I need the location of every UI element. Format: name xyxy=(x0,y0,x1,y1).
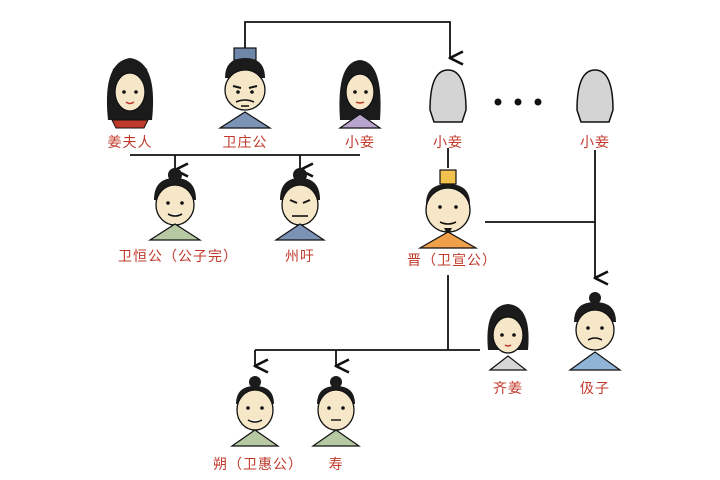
portrait-shou xyxy=(311,376,361,447)
label-shou: 寿 xyxy=(328,457,344,473)
silhouette-xiaoqie-2 xyxy=(429,69,467,123)
ellipsis-dots xyxy=(494,98,542,106)
label-zhouxu: 州吁 xyxy=(285,249,315,265)
label-jizi: 伋子 xyxy=(580,381,610,397)
portrait-jin xyxy=(417,169,479,249)
label-xiaoqie-2: 小妾 xyxy=(433,135,463,151)
label-qijiang: 齐姜 xyxy=(493,381,523,397)
portrait-wei-huangong xyxy=(147,168,203,241)
label-shuo: 朔（卫惠公） xyxy=(213,457,303,473)
label-xiaoqie-3: 小妾 xyxy=(580,135,610,151)
portrait-wei-zhuanggong xyxy=(217,47,273,129)
portrait-xiaoqie-1 xyxy=(338,60,382,129)
portrait-qijiang xyxy=(487,304,529,371)
label-jin: 晋（卫宣公） xyxy=(407,253,497,269)
portrait-jizi xyxy=(568,292,622,371)
label-xiaoqie-1: 小妾 xyxy=(345,135,375,151)
label-wei-zhuanggong: 卫庄公 xyxy=(222,135,268,151)
line-zhuanggong-to-xiaoqie xyxy=(244,21,450,58)
portrait-shuo xyxy=(230,376,280,447)
connector-lines xyxy=(130,21,595,366)
label-wei-huangong: 卫恒公（公子完） xyxy=(118,249,238,265)
portrait-jiang-furen xyxy=(106,58,154,129)
silhouette-xiaoqie-3 xyxy=(576,69,614,123)
portrait-zhouxu xyxy=(274,168,326,241)
label-jiang-furen: 姜夫人 xyxy=(107,135,153,151)
